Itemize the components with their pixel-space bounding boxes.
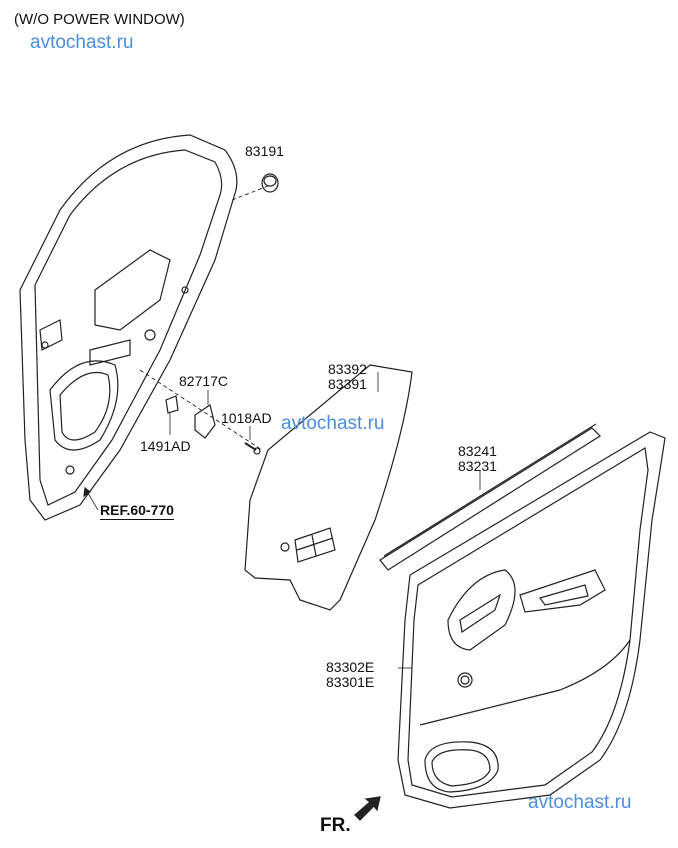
watermark: avtochast.ru [30, 32, 134, 53]
part-label-83241: 83241 [458, 443, 497, 459]
part-label-83301E: 83301E [326, 674, 375, 690]
front-direction-arrow-icon [354, 796, 381, 821]
watermark: avtochast.ru [281, 413, 385, 434]
part-label-1491AD: 1491AD [140, 438, 191, 454]
plug-83191 [261, 173, 279, 193]
sealing-sheet-83392 [244, 364, 413, 611]
door-inner-panel [19, 134, 238, 521]
clip-1491AD [165, 395, 179, 414]
part-label-82717C: 82717C [179, 373, 229, 389]
reference-link[interactable]: REF.60-770 [100, 502, 174, 520]
front-direction-label: FR. [320, 815, 351, 836]
part-label-83302E: 83302E [326, 659, 375, 675]
watermark: avtochast.ru [528, 792, 632, 813]
part-label-83231: 83231 [458, 458, 497, 474]
part-label-83191: 83191 [245, 143, 284, 159]
weatherstrip-83241 [379, 423, 601, 571]
diagram-note: (W/O POWER WINDOW) [14, 11, 185, 28]
part-label-1018AD: 1018AD [221, 410, 272, 426]
part-label-83391: 83391 [328, 376, 367, 392]
part-label-83392: 83392 [328, 361, 367, 377]
bracket-82717C [194, 404, 216, 439]
door-trim-panel-83302E [397, 431, 666, 809]
